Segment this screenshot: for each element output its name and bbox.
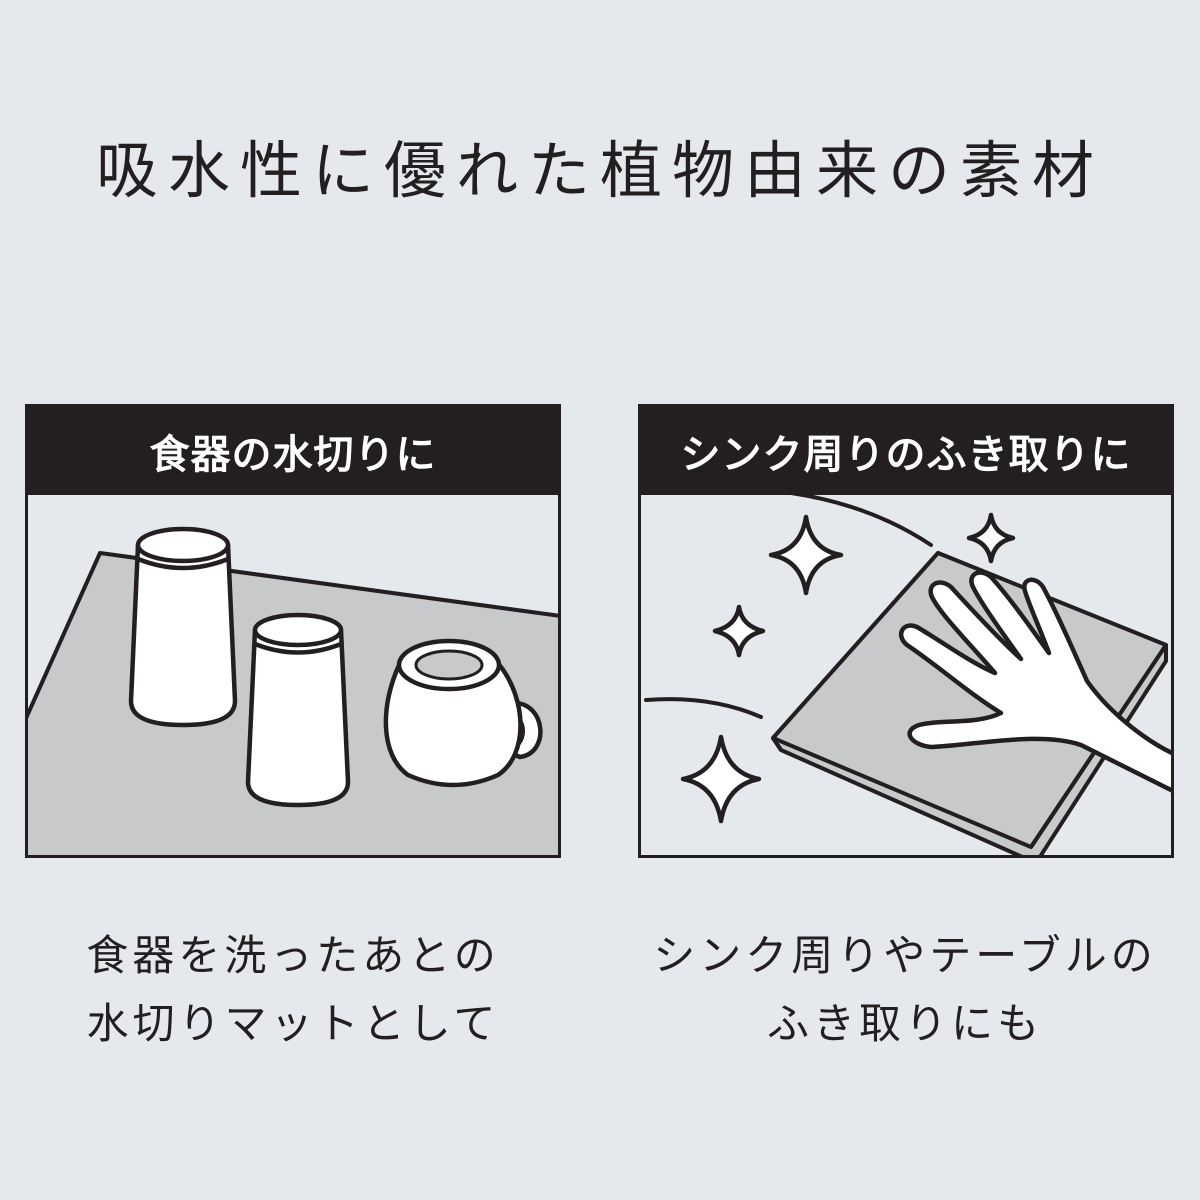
short-cup-icon (245, 612, 351, 808)
sparkle-icon (768, 514, 844, 596)
panel-dish-drying: 食器の水切りに (25, 404, 561, 858)
caption-line: ふき取りにも (766, 999, 1043, 1048)
sink-wiping-illustration (644, 495, 1171, 855)
caption-dish-drying: 食器を洗ったあとの 水切りマットとして (25, 922, 561, 1058)
caption-line: 食器を洗ったあとの (86, 931, 500, 980)
panel-title-dish-drying: 食器の水切りに (28, 407, 558, 495)
caption-line: 水切りマットとして (86, 999, 500, 1048)
sparkle-icon (966, 512, 1016, 564)
panel-sink-wiping: シンク周りのふき取りに (638, 404, 1174, 858)
tall-cup-icon (128, 526, 238, 728)
dish-drying-illustration (28, 526, 558, 855)
sparkle-icon (680, 734, 762, 824)
caption-sink-wiping: シンク周りやテーブルの ふき取りにも (600, 922, 1200, 1058)
wiping-cloth (771, 551, 1168, 855)
hand-icon (898, 570, 1171, 793)
headline: 吸水性に優れた植物由来の素材 (95, 134, 1104, 207)
mug-icon (383, 638, 543, 788)
wipe-arc-left (644, 697, 763, 719)
wipe-arc-top (790, 495, 933, 547)
panel-title-sink-wiping: シンク周りのふき取りに (641, 407, 1171, 495)
caption-line: シンク周りやテーブルの (653, 931, 1157, 980)
sparkle-icon (712, 604, 766, 658)
